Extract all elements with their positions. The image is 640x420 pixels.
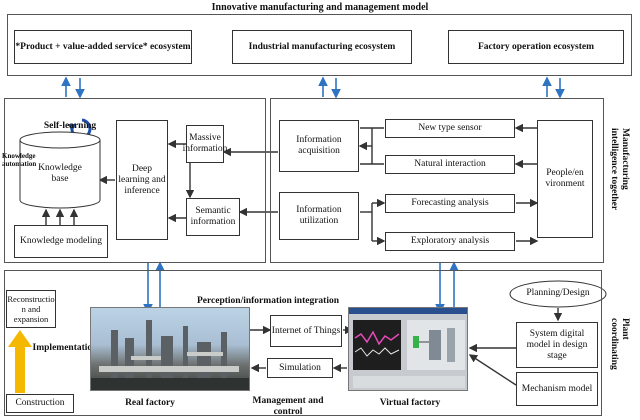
mechanism-model-box: Mechanism model — [516, 372, 598, 406]
intelligence-side-label: Manufacturing intelligence together — [609, 128, 630, 211]
construction-box: Construction — [6, 394, 74, 413]
planning-design-shape — [509, 280, 607, 308]
new-type-sensor-box: New type sensor — [385, 119, 515, 138]
simulation-box: Simulation — [267, 358, 333, 378]
implementation-arrow — [8, 330, 32, 393]
real-factory-label: Real factory — [125, 398, 175, 408]
system-digital-model-box: System digital model in design stage — [516, 322, 598, 368]
industrial-ecosystem-box: Industrial manufacturing ecosystem — [232, 30, 412, 64]
blue-arrows-bottom — [143, 261, 459, 314]
plant-panel — [4, 270, 602, 416]
knowledge-modeling-box: Knowledge modeling — [14, 225, 108, 258]
plant-side-label: Plant coordinating — [609, 318, 630, 370]
massive-information-box: Massive information — [183, 125, 227, 163]
refinery-illustration — [91, 320, 249, 390]
knowledge-base-label: Knowledge base — [38, 163, 82, 184]
information-panel — [270, 98, 604, 263]
natural-interaction-box: Natural interaction — [385, 155, 515, 174]
forecasting-analysis-box: Forecasting analysis — [385, 194, 515, 213]
planning-design-label: Planning/Design — [526, 288, 590, 298]
plant-arrows — [250, 308, 563, 386]
exploratory-analysis-box: Exploratory analysis — [385, 232, 515, 251]
knowledge-panel — [4, 98, 266, 263]
virtual-factory-label: Virtual factory — [379, 398, 441, 408]
people-environment-box: People/en vironment — [537, 120, 593, 238]
dark-arrows — [41, 123, 539, 246]
knowledge-base-cylinder — [19, 131, 101, 209]
diagram-title: Innovative manufacturing and management … — [211, 2, 429, 13]
internet-of-things-box: Internet of Things — [270, 315, 342, 347]
product-service-ecosystem-box: *Product + value-added service* ecosyste… — [14, 30, 192, 64]
virtual-factory-screen — [349, 308, 467, 388]
information-acquisition-box: Information acquisition — [279, 120, 359, 172]
reconstruction-box: Reconstructio n and expansion — [6, 290, 56, 328]
implementation-label: Implementation — [32, 343, 98, 353]
perception-integration-label: Perception/information integration — [196, 296, 340, 306]
semantic-information-box: Semantic information — [186, 198, 240, 236]
information-utilization-box: Information utilization — [279, 192, 359, 240]
virtual-factory-image — [348, 307, 468, 391]
management-control-label: Management and control — [252, 396, 324, 417]
blue-arrows-top — [61, 76, 565, 99]
factory-operation-ecosystem-box: Factory operation ecosystem — [448, 30, 624, 64]
real-factory-image — [90, 307, 250, 391]
knowledge-automation-label: Knowledge automation — [2, 152, 37, 168]
self-learning-label: Self-learning — [43, 121, 97, 131]
top-ecosystem-frame — [7, 14, 632, 76]
deep-learning-box: Deep learning and inference — [116, 120, 168, 240]
